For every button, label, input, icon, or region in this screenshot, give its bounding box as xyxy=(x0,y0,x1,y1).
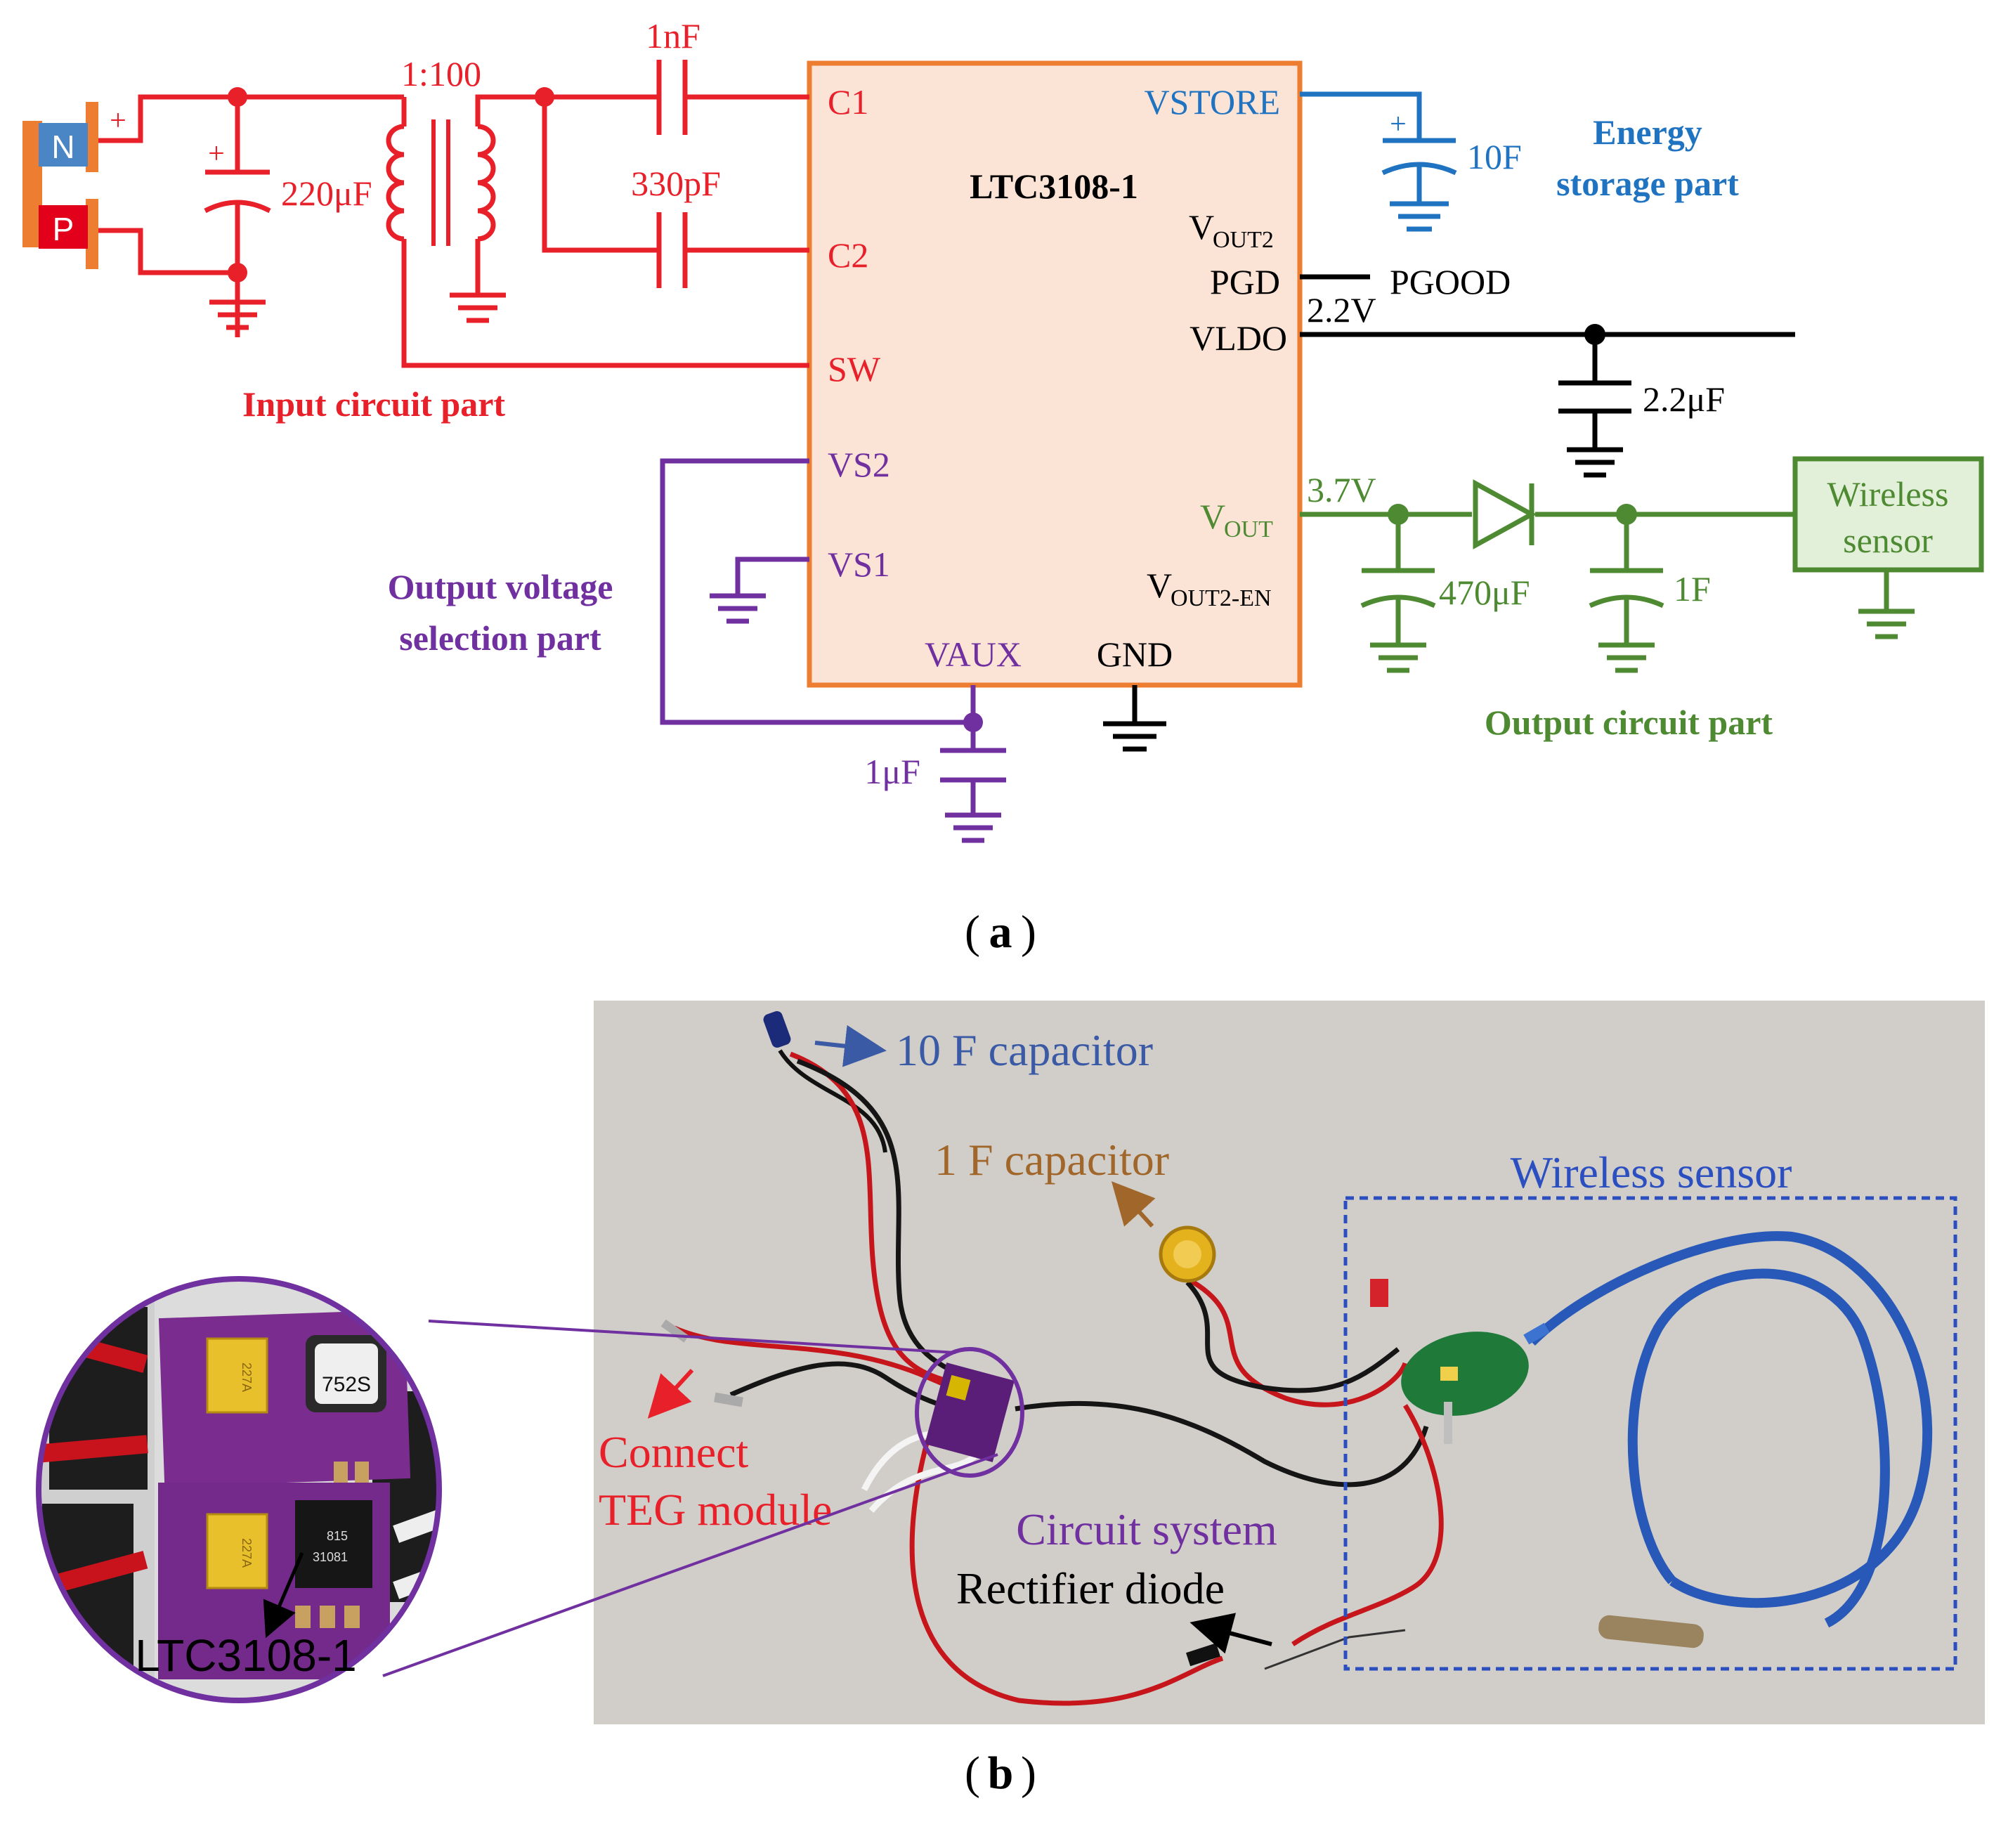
svg-text:(: ( xyxy=(965,906,980,958)
pin-pgd: PGD xyxy=(1210,262,1280,301)
svg-text:b: b xyxy=(988,1748,1014,1799)
zoom-tant2-mark: 227A xyxy=(240,1538,254,1568)
vout-voltage-label: 3.7V xyxy=(1307,470,1376,509)
zoom-inductor-mark: 752S xyxy=(322,1373,371,1396)
cap-1uf-label: 1μF xyxy=(864,752,920,791)
vaux-node xyxy=(963,712,983,732)
arrow-diode xyxy=(1189,1613,1272,1654)
label-teg-line2: TEG module xyxy=(599,1485,832,1535)
output-nodes xyxy=(1388,504,1637,525)
input-circuit xyxy=(98,60,809,368)
caption-a: ( a ) xyxy=(965,906,1036,958)
label-10f-capacitor: 10 F capacitor xyxy=(896,1025,1153,1075)
cap-220uf-plus: + xyxy=(208,138,225,170)
ltc3108-chip-body xyxy=(807,60,1303,688)
section-storage-label-2: storage part xyxy=(1556,164,1739,203)
cap-2-2uf-label: 2.2μF xyxy=(1643,379,1725,419)
pin-vs2: VS2 xyxy=(828,445,890,484)
zoom-line-bottom xyxy=(382,1453,998,1677)
cap-1nf-label: 1nF xyxy=(646,16,700,56)
zoom-ellipse-border xyxy=(36,1276,442,1703)
vldo-circuit xyxy=(1103,274,1795,752)
section-selection-label-1: Output voltage xyxy=(388,567,613,606)
panel-a-schematic: LTC3108-1 xyxy=(22,16,1984,958)
photo-sensor-probe xyxy=(1598,1615,1704,1648)
teg-p-label: P xyxy=(53,211,74,247)
caption-b: ( b ) xyxy=(965,1748,1036,1799)
input-nodes xyxy=(228,87,554,282)
zoom-tant1-mark: 227A xyxy=(240,1362,254,1392)
section-output-label: Output circuit part xyxy=(1485,703,1773,742)
svg-text:(: ( xyxy=(965,1748,980,1799)
pin-vstore: VSTORE xyxy=(1144,82,1280,122)
wireless-sensor-box xyxy=(1343,1196,1957,1671)
svg-text:): ) xyxy=(1021,906,1036,958)
svg-text:V: V xyxy=(1189,207,1214,247)
zoom-line-top xyxy=(428,1320,956,1354)
svg-text:OUT2: OUT2 xyxy=(1213,227,1274,253)
teg-p-block xyxy=(39,205,88,249)
storage-circuit xyxy=(1300,91,1457,232)
pin-vaux: VAUX xyxy=(925,635,1022,674)
section-storage-label-1: Energy xyxy=(1593,112,1702,152)
pin-vout2: V OUT2 xyxy=(1189,207,1274,253)
transformer-ratio-label: 1:100 xyxy=(401,54,481,93)
cap-10f-label: 10F xyxy=(1467,137,1522,176)
pin-gnd: GND xyxy=(1097,635,1173,674)
svg-text:OUT2-EN: OUT2-EN xyxy=(1171,585,1272,611)
chip-name: LTC3108-1 xyxy=(970,167,1138,206)
wireless-sensor-line1: Wireless xyxy=(1827,474,1949,514)
pin-vout: V OUT xyxy=(1200,497,1273,542)
photo-circuit-board xyxy=(925,1362,1015,1462)
vldo-node xyxy=(1584,324,1605,345)
arrow-10f xyxy=(814,1024,887,1067)
svg-text:a: a xyxy=(989,906,1012,958)
rectifier-diode-symbol xyxy=(1473,479,1537,549)
photo-circuit-highlight xyxy=(915,1347,1024,1478)
zoom-ic-mark1: 815 xyxy=(327,1529,348,1543)
photo-1f-capacitor xyxy=(1159,1225,1216,1283)
pin-vout2-en: V OUT2-EN xyxy=(1147,566,1272,611)
label-rectifier-diode: Rectifier diode xyxy=(956,1563,1225,1613)
section-selection-label-2: selection part xyxy=(399,618,601,658)
cap-1f-label: 1F xyxy=(1674,569,1711,609)
photo-sensor-cable xyxy=(1528,1231,1933,1628)
zoom-ic-mark2: 31081 xyxy=(313,1550,348,1564)
teg-plus-label: + xyxy=(110,105,126,137)
photo-cable-connector xyxy=(1523,1322,1550,1345)
svg-text:): ) xyxy=(1021,1748,1036,1799)
teg-module: N P + xyxy=(22,102,126,269)
teg-n-label: N xyxy=(51,129,74,165)
photo-10f-capacitor xyxy=(763,1010,887,1153)
section-input-label: Input circuit part xyxy=(242,384,505,424)
svg-text:OUT: OUT xyxy=(1224,516,1273,542)
photo-wireless-board xyxy=(1370,1279,1529,1444)
zoom-chip-label: LTC3108-1 xyxy=(135,1630,356,1681)
label-teg-line1: Connect xyxy=(599,1427,749,1477)
pin-c1: C1 xyxy=(828,82,868,122)
panel-b-photo: 10 F capacitor 1 F capacitor Wireless se… xyxy=(36,1001,1985,1799)
teg-n-block xyxy=(39,123,88,167)
cap-220uf-label: 220μF xyxy=(281,174,372,213)
cap-330pf-label: 330pF xyxy=(631,164,721,203)
arrow-1f xyxy=(1111,1181,1156,1228)
zoom-chip-arrow xyxy=(263,1552,304,1639)
wireless-sensor-block xyxy=(1792,456,1984,573)
label-circuit-system: Circuit system xyxy=(1016,1504,1277,1554)
pin-c2: C2 xyxy=(828,235,868,275)
arrow-teg xyxy=(647,1368,694,1419)
svg-text:V: V xyxy=(1200,497,1225,536)
pin-vs1: VS1 xyxy=(828,545,890,584)
pin-vldo: VLDO xyxy=(1189,318,1287,358)
label-1f-capacitor: 1 F capacitor xyxy=(934,1135,1169,1185)
wireless-sensor-line2: sensor xyxy=(1843,521,1933,560)
pin-sw: SW xyxy=(828,349,881,389)
label-wireless-sensor: Wireless sensor xyxy=(1511,1147,1792,1197)
svg-text:V: V xyxy=(1147,566,1172,605)
pgood-label: PGOOD xyxy=(1390,262,1511,301)
cap-470uf-label: 470μF xyxy=(1439,573,1530,612)
vldo-voltage-label: 2.2V xyxy=(1307,290,1376,330)
cap-10f-plus: + xyxy=(1390,108,1407,141)
